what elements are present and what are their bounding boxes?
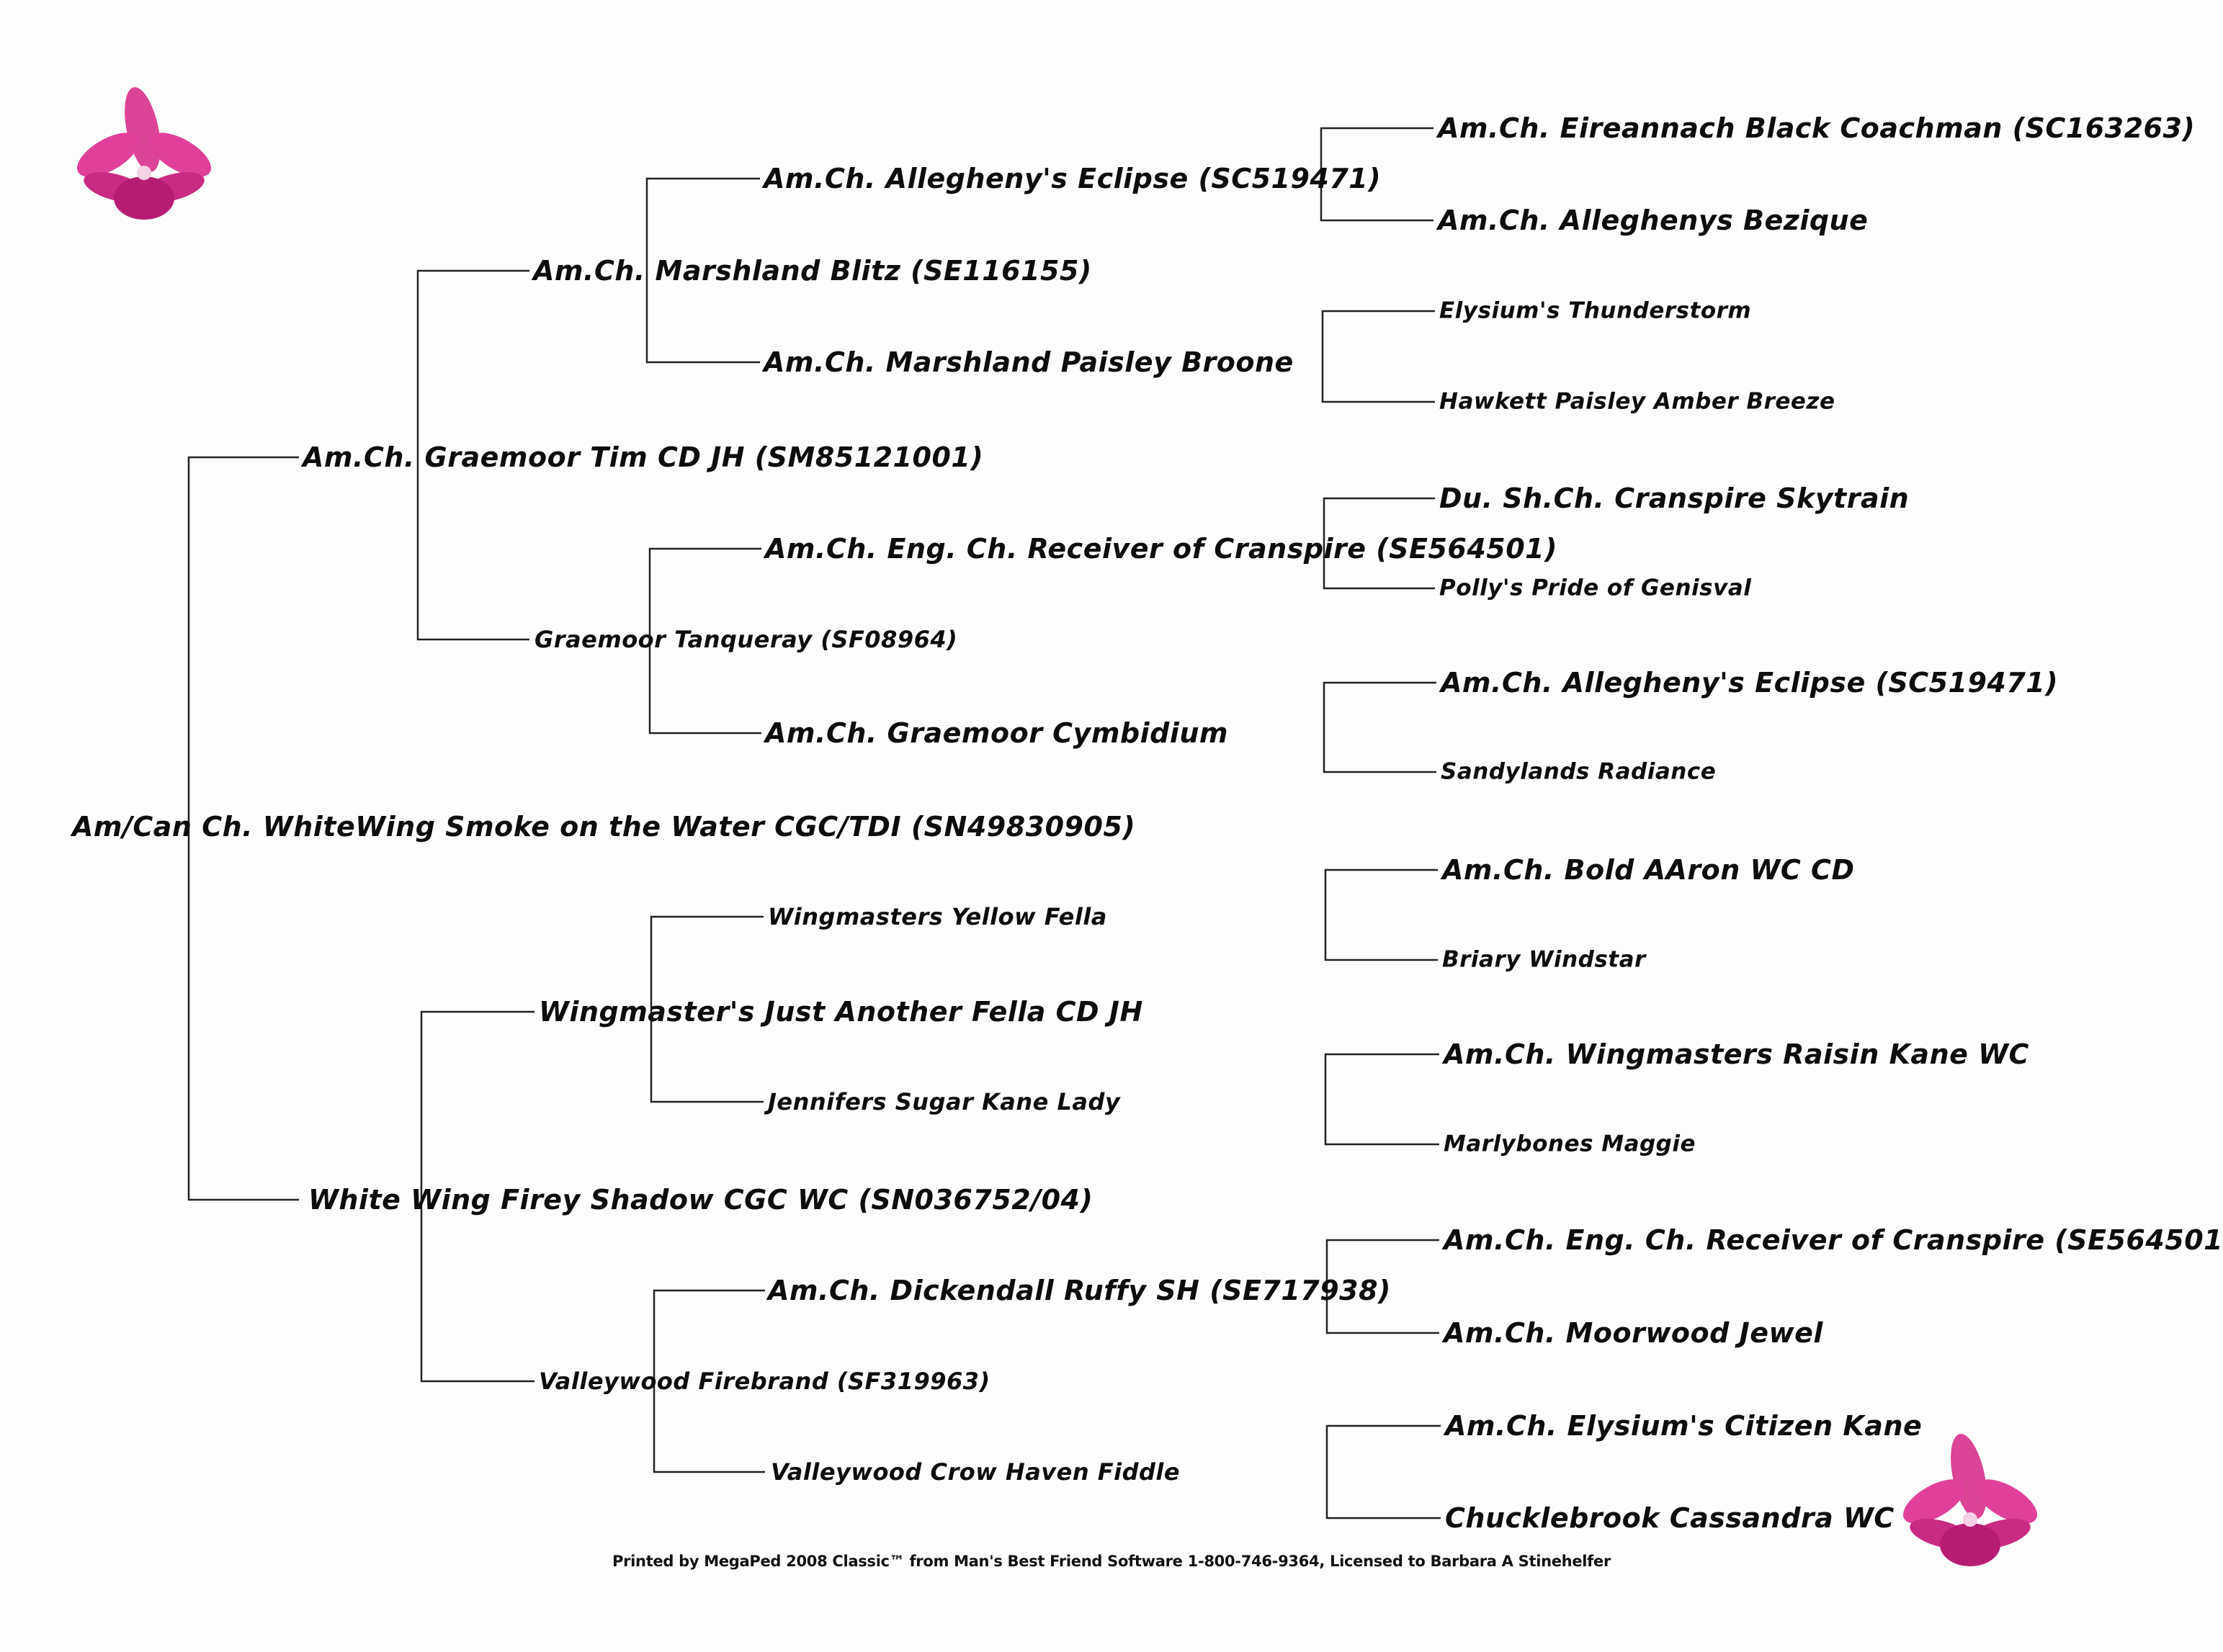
orchid-icon xyxy=(1903,1434,2037,1566)
ssss-name: Am.Ch. Eireannach Black Coachman (SC1632… xyxy=(1438,112,2196,144)
dsss-name: Am.Ch. Bold AAron WC CD xyxy=(1442,854,1855,886)
pedigree-bracket-11 xyxy=(1324,868,1438,961)
pedigree-bracket-0 xyxy=(187,456,299,1201)
pedigree-bracket-5 xyxy=(650,915,764,1103)
dsds-name: Am.Ch. Wingmasters Raisin Kane WC xyxy=(1444,1038,2029,1070)
sdsd-name: Polly's Pride of Genisval xyxy=(1439,575,1752,601)
ssdd-name: Hawkett Paisley Amber Breeze xyxy=(1439,388,1835,415)
ssds-name: Elysium's Thunderstorm xyxy=(1439,297,1752,324)
dam-dam-name: Valleywood Firebrand (SF319963) xyxy=(539,1368,990,1395)
dam-sire-name: Wingmaster's Just Another Fella CD JH xyxy=(539,996,1143,1028)
sssd-name: Am.Ch. Alleghenys Bezique xyxy=(1438,205,1869,236)
dds-name: Am.Ch. Dickendall Ruffy SH (SE717938) xyxy=(768,1275,1391,1306)
ddds-name: Am.Ch. Elysium's Citizen Kane xyxy=(1445,1410,1923,1442)
pedigree-bracket-4 xyxy=(648,547,761,735)
ddss-name: Am.Ch. Eng. Ch. Receiver of Cranspire (S… xyxy=(1444,1224,2223,1256)
sddd-name: Sandylands Radiance xyxy=(1441,758,1717,785)
sire-sire-name: Am.Ch. Marshland Blitz (SE116155) xyxy=(533,255,1092,287)
subject-name: Am/Can Ch. WhiteWing Smoke on the Water … xyxy=(72,811,1136,843)
sds-name: Am.Ch. Eng. Ch. Receiver of Cranspire (S… xyxy=(765,533,1557,565)
pedigree-bracket-2 xyxy=(420,1010,534,1383)
dsd-name: Jennifers Sugar Kane Lady xyxy=(768,1088,1121,1115)
sss-name: Am.Ch. Allegheny's Eclipse (SC519471) xyxy=(764,163,1382,194)
sire-name: Am.Ch. Graemoor Tim CD JH (SM85121001) xyxy=(303,441,984,473)
ddsd-name: Am.Ch. Moorwood Jewel xyxy=(1444,1317,1823,1349)
pedigree-bracket-1 xyxy=(416,269,529,641)
dss-name: Wingmasters Yellow Fella xyxy=(768,903,1107,930)
dssd-name: Briary Windstar xyxy=(1442,946,1646,973)
ssd-name: Am.Ch. Marshland Paisley Broone xyxy=(764,346,1294,378)
pedigree-bracket-3 xyxy=(645,177,760,364)
orchid-icon xyxy=(77,87,211,220)
sire-dam-name: Graemoor Tanqueray (SF08964) xyxy=(534,626,958,653)
pedigree-bracket-10 xyxy=(1323,681,1436,773)
sdds-name: Am.Ch. Allegheny's Eclipse (SC519471) xyxy=(1441,667,2059,699)
pedigree-bracket-8 xyxy=(1321,310,1435,403)
dsdd-name: Marlybones Maggie xyxy=(1444,1131,1696,1157)
ddd-name: Valleywood Crow Haven Fiddle xyxy=(771,1458,1181,1486)
pedigree-bracket-7 xyxy=(1320,127,1433,222)
pedigree-chart: Am/Can Ch. WhiteWing Smoke on the Water … xyxy=(72,87,2223,1570)
pedigree-bracket-12 xyxy=(1324,1053,1439,1146)
print-credit-footer: Printed by MegaPed 2008 Classic™ from Ma… xyxy=(612,1553,1611,1570)
sdd-name: Am.Ch. Graemoor Cymbidium xyxy=(765,717,1229,749)
pedigree-bracket-13 xyxy=(1325,1239,1439,1334)
sdss-name: Du. Sh.Ch. Cranspire Skytrain xyxy=(1439,482,1910,514)
pedigree-bracket-9 xyxy=(1323,497,1435,590)
pedigree-connector-lines xyxy=(187,127,1441,1519)
dam-name: White Wing Firey Shadow CGC WC (SN036752… xyxy=(308,1184,1093,1216)
pedigree-bracket-6 xyxy=(653,1289,765,1473)
pedigree-bracket-14 xyxy=(1325,1424,1441,1519)
dddd-name: Chucklebrook Cassandra WC xyxy=(1445,1502,1895,1534)
